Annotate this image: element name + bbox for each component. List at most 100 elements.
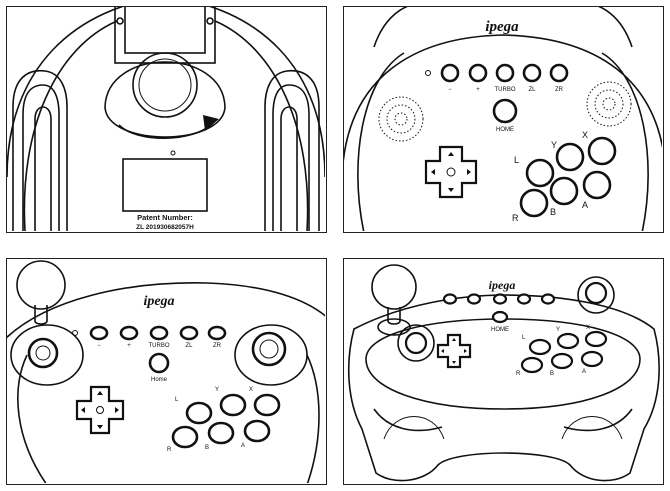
b-button[interactable] <box>549 176 579 206</box>
right-grip-inner <box>272 84 310 231</box>
y-button[interactable] <box>219 393 247 417</box>
d-pad[interactable] <box>436 333 472 369</box>
svg-text:A: A <box>582 369 586 375</box>
svg-text:+: + <box>476 87 480 93</box>
controller-body <box>348 294 660 482</box>
left-grip-outer <box>12 69 68 231</box>
brand-logo: ipega <box>485 19 519 35</box>
right-grip-outer <box>264 69 320 231</box>
patent-number: ZL 201930682057H <box>136 224 194 231</box>
x-button[interactable] <box>584 330 608 348</box>
body-inner-left <box>23 20 118 231</box>
zl-button[interactable] <box>522 63 542 83</box>
face-buttons: L Y X R B A <box>167 387 281 453</box>
b-button[interactable] <box>207 421 235 445</box>
dial-housing <box>104 61 226 138</box>
minus-button[interactable] <box>440 63 460 83</box>
right-speaker-grille <box>586 81 632 127</box>
svg-text:R: R <box>167 447 172 453</box>
small-button-row: − + TURBO ZL ZR <box>89 325 227 349</box>
plus-button[interactable] <box>466 293 482 305</box>
svg-text:B: B <box>205 445 209 451</box>
d-pad[interactable] <box>424 145 478 199</box>
right-stick[interactable] <box>251 331 287 367</box>
led-indicator <box>425 70 431 76</box>
zl-button[interactable] <box>516 293 532 305</box>
r-button[interactable] <box>171 425 199 449</box>
brand-logo: ipega <box>489 278 516 292</box>
l-button[interactable] <box>185 401 213 425</box>
dial-arrow-arc <box>118 122 214 140</box>
home-button[interactable] <box>492 98 518 124</box>
zr-button[interactable] <box>540 293 556 305</box>
zr-button[interactable] <box>549 63 569 83</box>
right-stick-base <box>234 324 308 386</box>
left-stick-base <box>10 324 84 386</box>
svg-text:X: X <box>249 387 253 393</box>
joystick-ball[interactable] <box>371 264 417 310</box>
svg-text:X: X <box>582 130 588 140</box>
clip-frame <box>114 7 216 64</box>
svg-text:L: L <box>514 155 519 165</box>
svg-text:ZL: ZL <box>185 343 193 349</box>
body-outline <box>7 7 325 178</box>
plus-button[interactable] <box>119 325 139 341</box>
svg-text:TURBO: TURBO <box>495 87 516 93</box>
home-label: Home <box>151 377 168 383</box>
full-view-panel: ipega HOME L Y X R <box>343 258 664 485</box>
dial-knob <box>132 52 198 118</box>
turbo-button[interactable] <box>492 293 508 305</box>
a-button[interactable] <box>582 170 612 200</box>
svg-text:ZL: ZL <box>528 87 536 93</box>
l-button[interactable] <box>528 338 552 356</box>
svg-text:L: L <box>175 397 179 403</box>
plus-button[interactable] <box>468 63 488 83</box>
home-label: HOME <box>496 127 514 133</box>
zl-button[interactable] <box>179 325 199 341</box>
x-button[interactable] <box>587 136 617 166</box>
svg-text:Y: Y <box>556 327 560 333</box>
svg-text:−: − <box>97 343 101 349</box>
minus-button[interactable] <box>89 325 109 341</box>
home-button[interactable] <box>491 310 509 324</box>
front-view-panel: ipega − + TURBO ZL ZR HOME <box>343 6 664 233</box>
svg-text:A: A <box>241 443 245 449</box>
left-grip-inner <box>22 84 60 231</box>
a-button[interactable] <box>580 350 604 368</box>
svg-text:Y: Y <box>551 140 557 150</box>
home-button[interactable] <box>148 352 170 374</box>
svg-text:B: B <box>550 371 554 377</box>
zr-button[interactable] <box>207 325 227 341</box>
left-stick[interactable] <box>27 337 59 369</box>
svg-text:TURBO: TURBO <box>149 343 170 349</box>
b-button[interactable] <box>550 352 574 370</box>
svg-text:R: R <box>512 213 519 223</box>
r-button[interactable] <box>520 356 544 374</box>
y-button[interactable] <box>556 332 580 350</box>
svg-text:−: − <box>448 87 452 93</box>
right-stick[interactable] <box>584 281 608 305</box>
l-button[interactable] <box>525 158 555 188</box>
x-button[interactable] <box>253 393 281 417</box>
face-buttons: L Y X R B A <box>516 325 608 377</box>
minus-button[interactable] <box>442 293 458 305</box>
right-stick-base <box>577 276 615 314</box>
left-stick[interactable] <box>404 331 428 355</box>
turbo-button[interactable] <box>149 325 169 341</box>
svg-text:Y: Y <box>215 387 219 393</box>
svg-text:ZR: ZR <box>213 343 222 349</box>
svg-text:+: + <box>127 343 131 349</box>
a-button[interactable] <box>243 419 271 443</box>
face-buttons: L Y X R B A <box>512 130 617 223</box>
turbo-button[interactable] <box>495 63 515 83</box>
face-outline <box>344 34 662 163</box>
d-pad[interactable] <box>75 385 125 435</box>
arrow-icon <box>203 115 219 131</box>
joystick-ball[interactable] <box>16 260 66 310</box>
y-button[interactable] <box>555 142 585 172</box>
patent-title: Patent Number: <box>137 213 193 222</box>
left-stick-base <box>397 324 435 362</box>
home-label: HOME <box>491 327 509 333</box>
r-button[interactable] <box>519 188 549 218</box>
left-speaker-grille <box>378 96 424 142</box>
